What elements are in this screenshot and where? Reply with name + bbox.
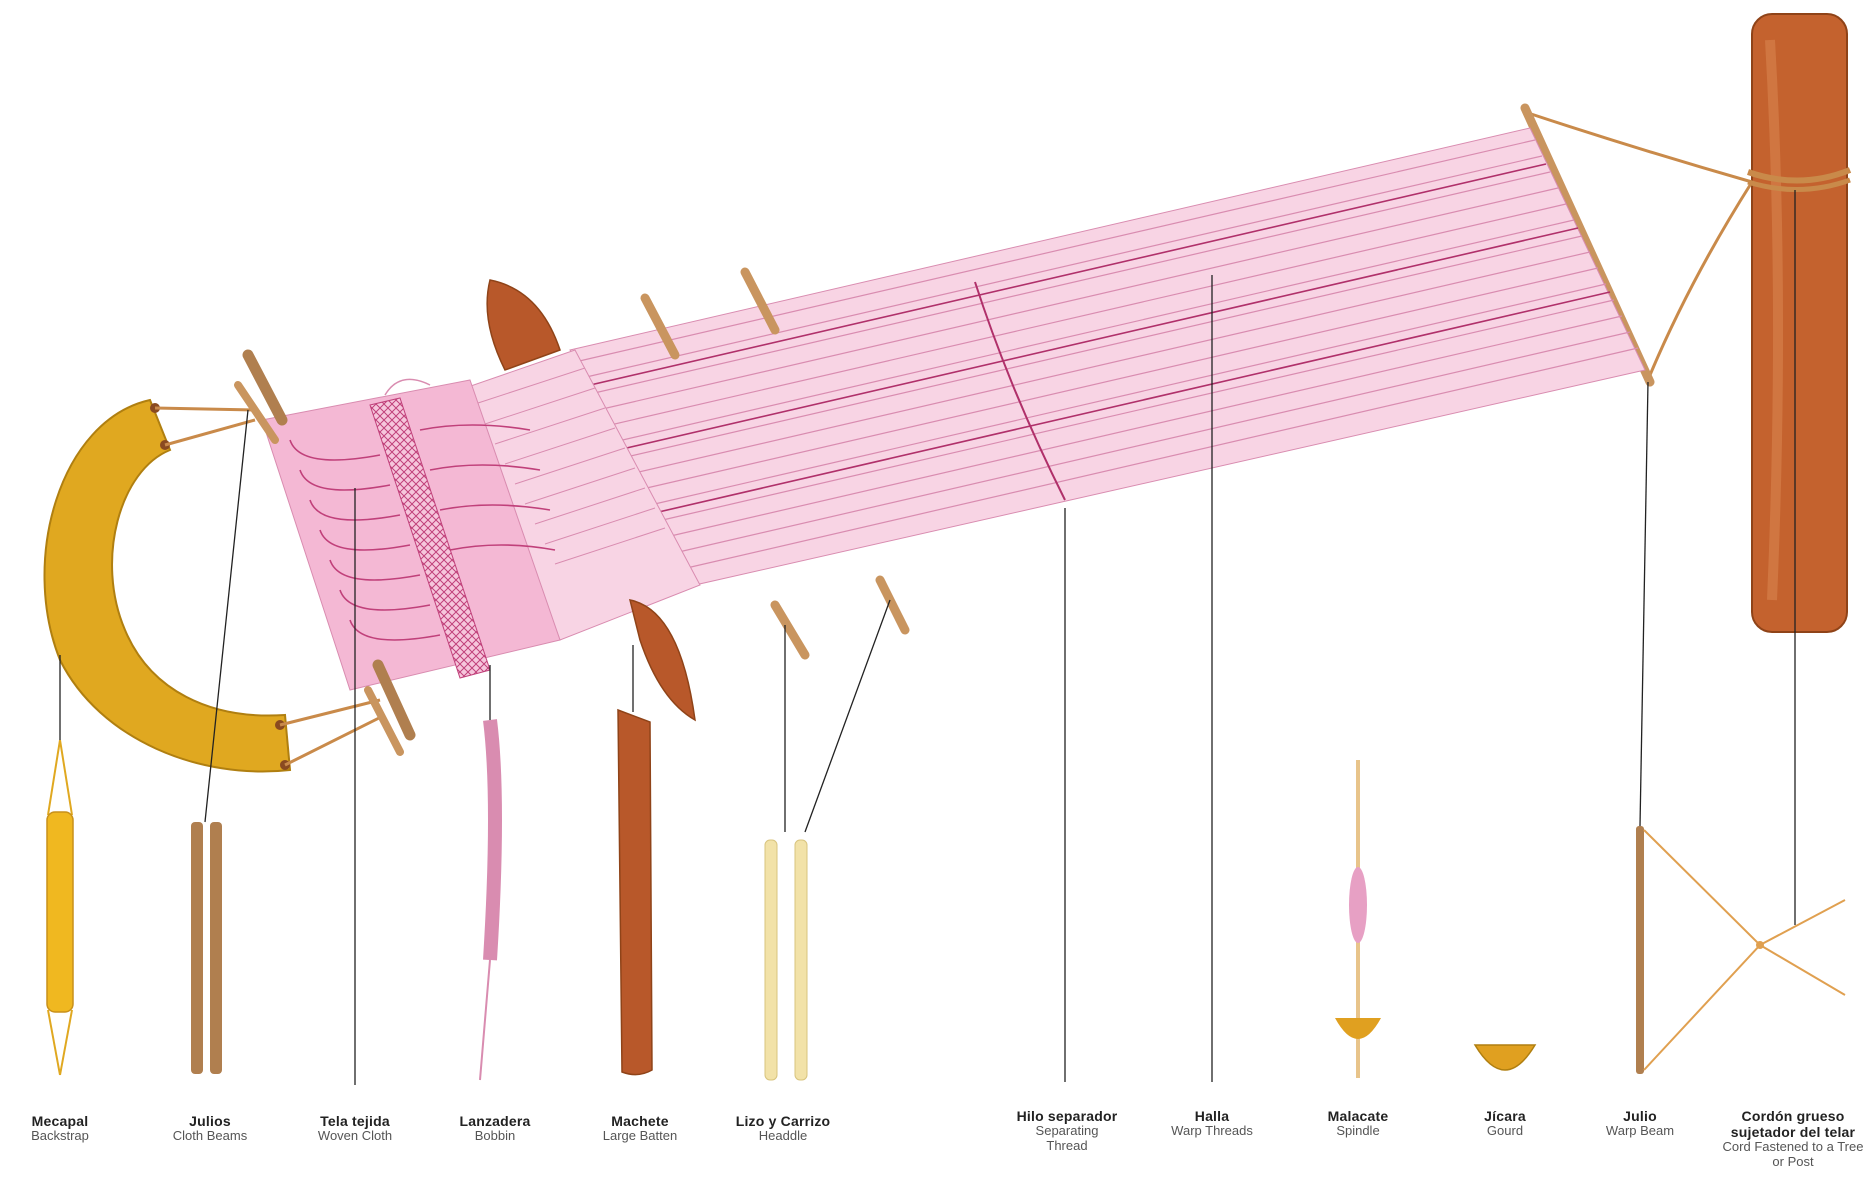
backstrap-illustration — [44, 400, 290, 772]
label-julio-en: Warp Beam — [1545, 1124, 1735, 1139]
label-lizo-es: Lizo y Carrizo — [688, 1113, 878, 1129]
spindle-detail — [1335, 760, 1381, 1078]
gourd-detail — [1475, 1045, 1535, 1070]
label-hilo-en: Separating Thread — [1022, 1124, 1112, 1154]
machete-illustration — [487, 280, 560, 370]
label-lizo: Lizo y Carrizo Headdle — [688, 1113, 878, 1144]
post-illustration — [1752, 14, 1847, 632]
label-cordon-es: Cordón grueso sujetador del telar — [1718, 1108, 1868, 1140]
label-cordon-en: Cord Fastened to a Tree or Post — [1718, 1140, 1868, 1170]
label-lizo-en: Headdle — [688, 1129, 878, 1144]
label-julio-es: Julio — [1545, 1108, 1735, 1124]
warp-threads-illustration — [570, 128, 1645, 585]
backstrap-detail — [47, 740, 73, 1075]
warp-beam-detail — [1636, 826, 1845, 1074]
label-julio: Julio Warp Beam — [1545, 1108, 1735, 1139]
label-cordon: Cordón grueso sujetador del telar Cord F… — [1718, 1108, 1868, 1170]
cloth-beams-detail — [191, 822, 222, 1074]
bobbin-detail — [480, 720, 495, 1080]
heddle-detail — [765, 840, 807, 1080]
machete-detail — [618, 710, 652, 1075]
